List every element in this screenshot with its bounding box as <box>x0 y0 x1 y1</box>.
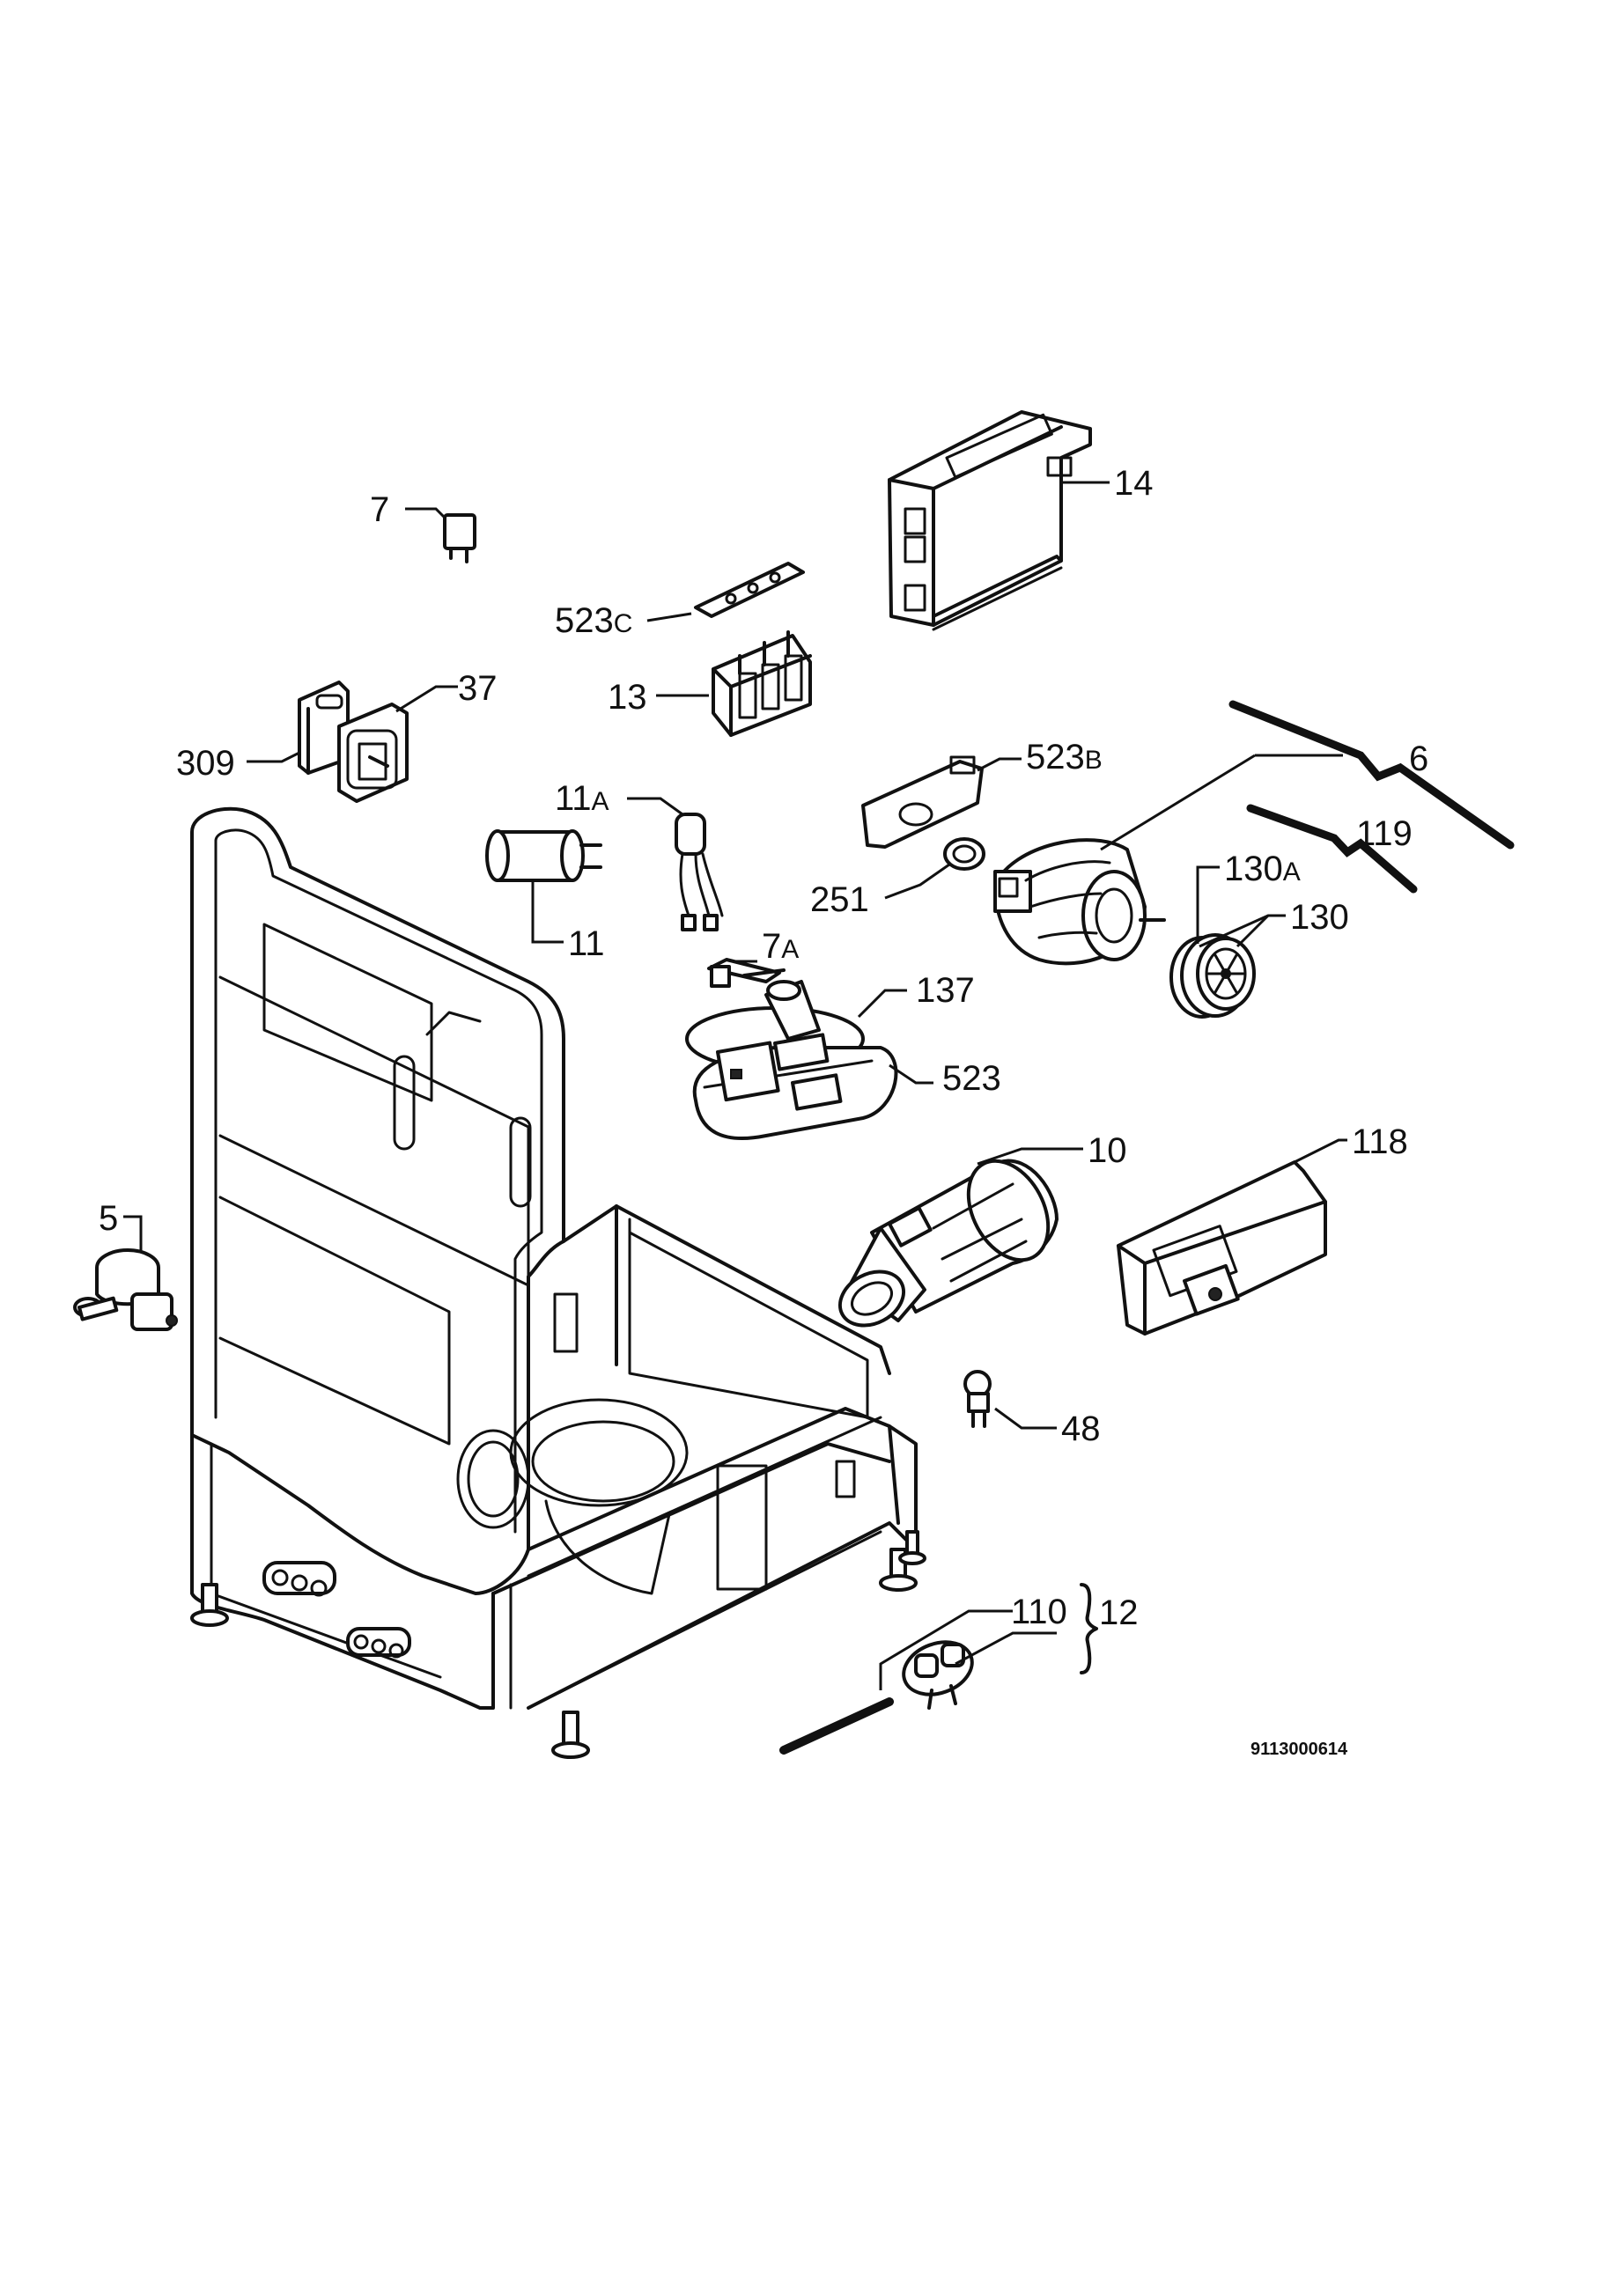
label-119: 119 <box>1356 814 1413 853</box>
terminal-block-part <box>656 630 812 737</box>
level-switch-part <box>963 1370 1057 1430</box>
label-48: 48 <box>1061 1409 1101 1448</box>
cable-clip-part <box>646 562 805 622</box>
detergent-dispenser-part <box>1117 1138 1347 1336</box>
label-13: 13 <box>608 678 647 717</box>
dishwasher-frame <box>190 806 926 1759</box>
label-7a: 7A <box>762 927 799 966</box>
label-11: 11 <box>568 924 605 963</box>
label-251: 251 <box>810 880 869 919</box>
label-10: 10 <box>1088 1131 1127 1170</box>
thermal-switch-part <box>707 958 786 988</box>
label-137: 137 <box>916 971 975 1010</box>
bracket-part <box>247 681 350 775</box>
motor-bracket-part <box>861 755 1022 849</box>
label-7: 7 <box>370 490 389 529</box>
label-110: 110 <box>1011 1593 1067 1631</box>
label-6: 6 <box>1409 740 1428 778</box>
small-relay-part <box>405 507 476 563</box>
label-118: 118 <box>1352 1122 1408 1161</box>
heating-element-part <box>837 1147 1083 1328</box>
label-11a: 11A <box>555 779 609 818</box>
grommet-part <box>884 837 985 900</box>
control-board-housing-part <box>888 410 1092 631</box>
label-130: 130 <box>1290 898 1349 937</box>
label-523: 523 <box>942 1059 1001 1098</box>
label-14: 14 <box>1114 464 1154 503</box>
label-12: 12 <box>1099 1593 1139 1632</box>
label-37: 37 <box>458 669 498 708</box>
label-523c: 523C <box>555 601 632 640</box>
inlet-valve-part <box>73 1215 178 1331</box>
suppressor-part <box>627 797 724 931</box>
circulation-pump-motor-part <box>993 838 1166 966</box>
label-309: 309 <box>176 744 235 783</box>
impeller-part <box>1169 933 1256 1019</box>
label-5: 5 <box>99 1199 118 1238</box>
thermostat-part <box>779 1609 1057 1755</box>
mounting-box-part <box>337 685 458 803</box>
label-130a: 130A <box>1224 850 1301 888</box>
label-523b: 523B <box>1026 738 1103 776</box>
drawing-code: 9113000614 <box>1250 1740 1348 1759</box>
capacitor-part <box>485 829 602 944</box>
base-tray-part <box>692 1033 933 1141</box>
